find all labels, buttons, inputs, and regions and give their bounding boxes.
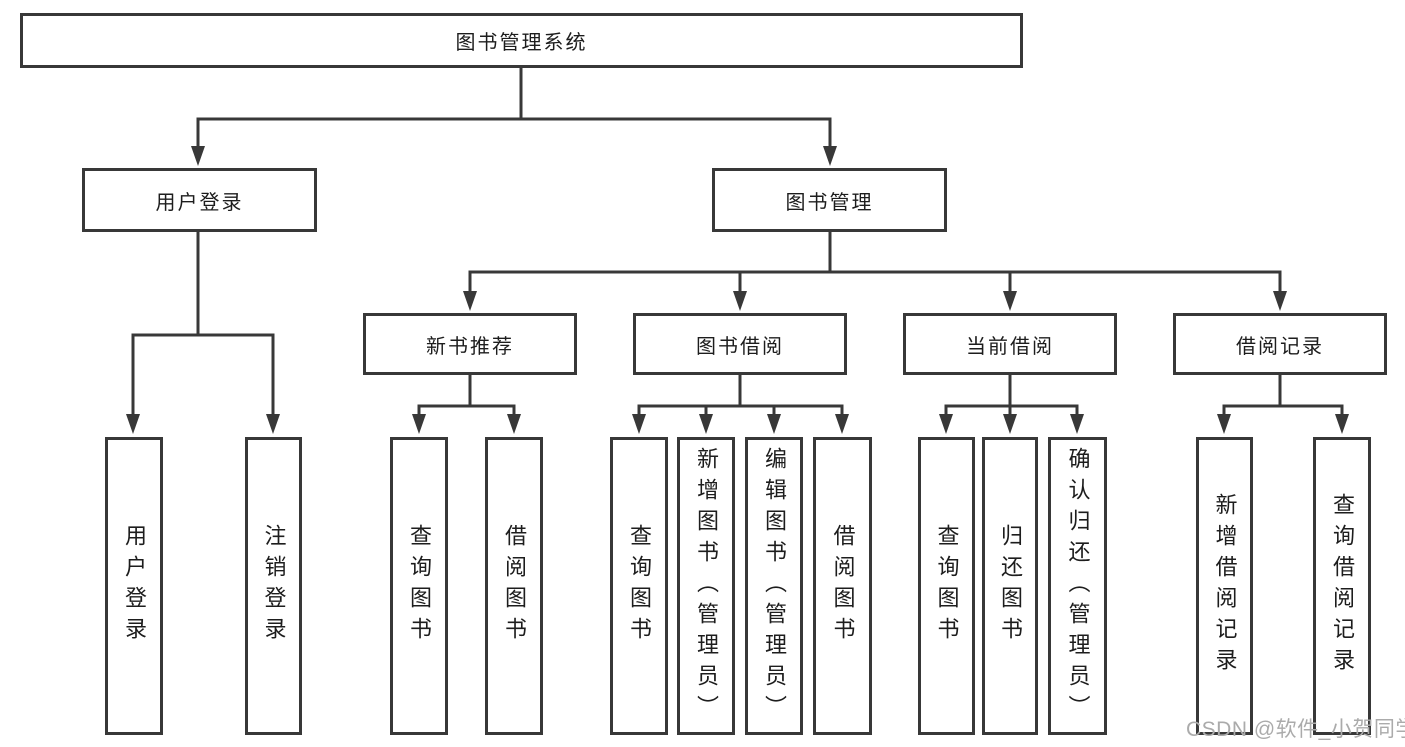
leaf-user-login: 用户登录 <box>105 437 163 735</box>
leaf-query-borrow-record: 查询借阅记录 <box>1313 437 1371 735</box>
node-user-login: 用户登录 <box>82 168 317 232</box>
leaf-borrow-books-1: 借阅图书 <box>485 437 543 735</box>
node-book-borrow: 图书借阅 <box>633 313 847 375</box>
node-new-book-recommend: 新书推荐 <box>363 313 577 375</box>
leaf-add-borrow-record: 新增借阅记录 <box>1196 437 1253 735</box>
leaf-query-books-2: 查询图书 <box>610 437 668 735</box>
node-borrow-records: 借阅记录 <box>1173 313 1387 375</box>
leaf-return-book: 归还图书 <box>982 437 1038 735</box>
leaf-add-book-admin: 新增图书（管理员） <box>677 437 735 735</box>
leaf-logout: 注销登录 <box>245 437 302 735</box>
leaf-borrow-books-2: 借阅图书 <box>813 437 872 735</box>
csdn-watermark: CSDN @软件_小贺同学 <box>1186 718 1405 741</box>
node-root: 图书管理系统 <box>20 13 1023 68</box>
node-current-borrow: 当前借阅 <box>903 313 1117 375</box>
node-book-management: 图书管理 <box>712 168 947 232</box>
leaf-confirm-return-admin: 确认归还（管理员） <box>1048 437 1107 735</box>
leaf-query-books-3: 查询图书 <box>918 437 975 735</box>
leaf-query-books-1: 查询图书 <box>390 437 448 735</box>
leaf-edit-book-admin: 编辑图书（管理员） <box>745 437 803 735</box>
